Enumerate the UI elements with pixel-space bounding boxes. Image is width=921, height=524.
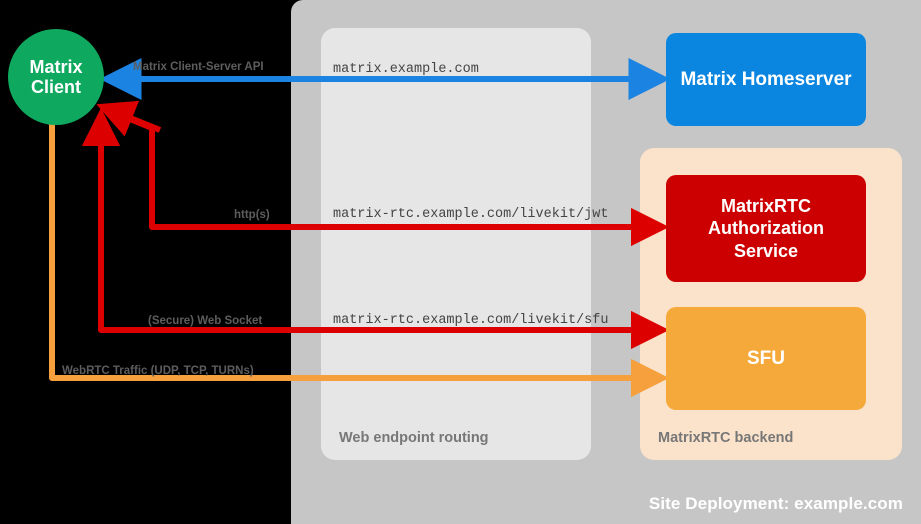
label-client-server-api: Matrix Client-Server API bbox=[133, 61, 264, 73]
auth-service-label-line3: Service bbox=[733, 240, 799, 261]
sfu-label: SFU bbox=[747, 347, 785, 369]
endpoint-livekit-jwt: matrix-rtc.example.com/livekit/jwt bbox=[333, 207, 609, 222]
label-webrtc-traffic: WebRTC Traffic (UDP, TCP, TURNs) bbox=[62, 365, 254, 377]
label-websocket: (Secure) Web Socket bbox=[148, 315, 263, 327]
matrixrtc-backend-label: MatrixRTC backend bbox=[658, 430, 794, 446]
node-matrix-client[interactable]: Matrix Client bbox=[8, 29, 104, 125]
matrix-homeserver-label: Matrix Homeserver bbox=[680, 68, 852, 90]
connector-https-return-arrow bbox=[96, 100, 162, 137]
web-endpoint-routing-panel: Web endpoint routing bbox=[321, 28, 591, 460]
node-matrix-homeserver[interactable]: Matrix Homeserver bbox=[666, 33, 866, 126]
auth-service-label-line1: MatrixRTC bbox=[720, 195, 811, 216]
endpoint-livekit-sfu: matrix-rtc.example.com/livekit/sfu bbox=[333, 313, 609, 328]
site-deployment-label: Site Deployment: example.com bbox=[648, 494, 903, 513]
endpoint-matrix-example-com: matrix.example.com bbox=[333, 62, 479, 77]
web-endpoint-routing-label: Web endpoint routing bbox=[339, 430, 489, 446]
matrix-client-label-line1: Matrix bbox=[29, 56, 83, 77]
matrix-client-label-line2: Client bbox=[30, 77, 81, 97]
node-sfu[interactable]: SFU bbox=[666, 307, 866, 410]
label-https: http(s) bbox=[234, 209, 270, 221]
node-matrixrtc-authorization-service[interactable]: MatrixRTC Authorization Service bbox=[666, 175, 866, 282]
auth-service-label-line2: Authorization bbox=[708, 218, 824, 239]
